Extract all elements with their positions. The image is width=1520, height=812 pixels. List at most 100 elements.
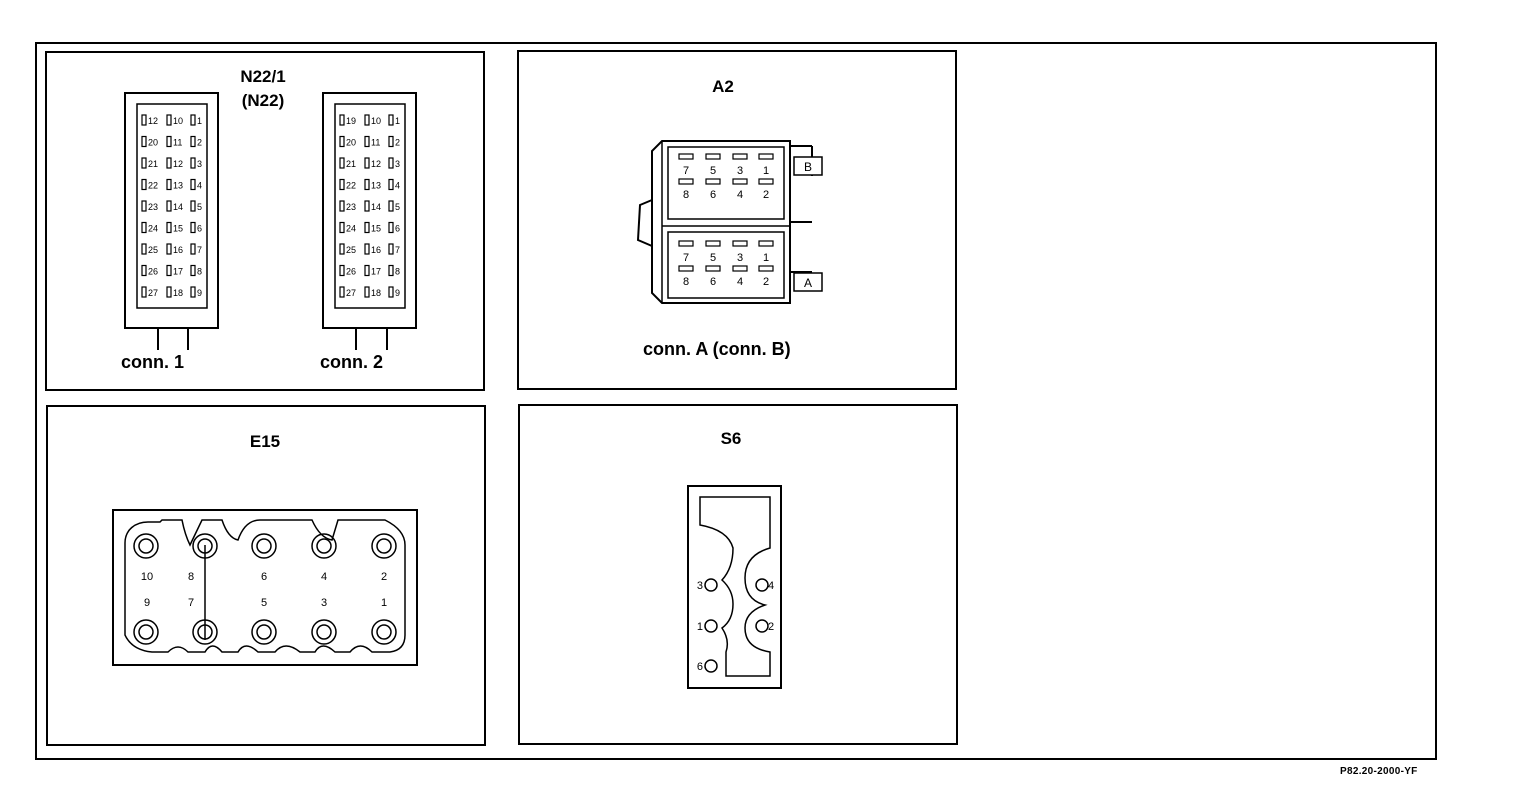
s6-pin-label: 3 — [697, 580, 703, 592]
e15-hole-outer — [311, 619, 337, 645]
pin-label: 13 — [371, 181, 381, 191]
s6-pin-label: 4 — [768, 580, 774, 592]
a2-pin-label: 5 — [710, 165, 716, 177]
s6-title: S6 — [720, 429, 742, 448]
pin-label: 12 — [371, 159, 381, 169]
pin-label: 12 — [148, 116, 158, 126]
pin-label: 24 — [148, 224, 158, 234]
a2-pin-slot — [732, 265, 748, 272]
e15-hole-outer — [192, 619, 218, 645]
pin-slot — [141, 200, 147, 212]
e15-hole-outer — [133, 533, 159, 559]
pin-slot — [141, 221, 147, 234]
reference-code: P82.20-2000-YF — [1340, 766, 1418, 777]
pin-label: 2 — [197, 138, 202, 148]
e15-hole-inner — [138, 538, 154, 554]
panel-a2 — [517, 50, 957, 390]
pin-slot — [141, 114, 147, 126]
n22-title: N22/1 — [240, 67, 286, 86]
s6-pin-hole — [755, 619, 769, 633]
s6-pins: 3 4 1 2 6 — [697, 578, 774, 673]
pin-slot — [141, 243, 147, 255]
pin-label: 16 — [173, 245, 183, 255]
s6-pin-label: 1 — [697, 621, 703, 633]
a2-pin-slot — [732, 178, 748, 185]
pin-slot — [388, 178, 394, 191]
s6-pin-label: 6 — [697, 661, 703, 673]
e15-pin-label: 4 — [321, 571, 327, 583]
pin-slot — [388, 157, 394, 169]
pin-slot — [388, 286, 394, 298]
e15-pin-label: 1 — [381, 597, 387, 609]
pin-label: 14 — [371, 202, 381, 212]
a2-pin-label: 4 — [737, 276, 743, 288]
s6-pin-label: 2 — [768, 621, 774, 633]
pin-slot — [141, 178, 147, 191]
pin-slot — [339, 135, 345, 148]
a2-pin-slot — [732, 153, 748, 160]
pin-slot — [166, 114, 172, 126]
pin-label: 25 — [148, 245, 158, 255]
pin-slot — [190, 221, 196, 234]
pin-slot — [190, 243, 196, 255]
pin-slot — [166, 178, 172, 191]
e15-pin-label: 9 — [144, 597, 150, 609]
pin-label: 27 — [148, 288, 158, 298]
e15-hole-outer — [192, 533, 218, 559]
pin-slot — [364, 243, 370, 255]
pin-label: 22 — [148, 181, 158, 191]
pin-slot — [190, 157, 196, 169]
e15-pin-label: 8 — [188, 571, 194, 583]
pin-label: 15 — [371, 224, 381, 234]
pin-slot — [190, 264, 196, 277]
pin-label: 11 — [173, 138, 182, 148]
pin-slot — [166, 221, 172, 234]
pin-slot — [190, 135, 196, 148]
pin-label: 24 — [346, 224, 356, 234]
pin-label: 3 — [395, 159, 400, 169]
pin-slot — [190, 114, 196, 126]
a2-pin-slot — [705, 265, 721, 272]
pin-slot — [388, 114, 394, 126]
a2-pin-label: 6 — [710, 276, 716, 288]
pin-label: 26 — [346, 267, 356, 277]
s6-pin-hole — [704, 619, 718, 633]
a2-pin-slot — [705, 153, 721, 160]
pin-slot — [364, 221, 370, 234]
pin-slot — [364, 264, 370, 277]
pin-label: 11 — [371, 138, 380, 148]
s6-pin-hole — [704, 659, 718, 673]
pin-slot — [364, 200, 370, 212]
pin-slot — [339, 264, 345, 277]
pin-label: 7 — [395, 245, 400, 255]
e15-hole-inner — [256, 538, 272, 554]
pin-label: 18 — [371, 288, 381, 298]
a2-pin-label: 2 — [763, 276, 769, 288]
a2-pin-label: 7 — [683, 165, 689, 177]
pin-slot — [339, 178, 345, 191]
pin-label: 6 — [197, 224, 202, 234]
s6-pin-hole — [755, 578, 769, 592]
conn2-label: conn. 2 — [320, 352, 384, 372]
e15-hole-outer — [251, 533, 277, 559]
pin-label: 15 — [173, 224, 183, 234]
e15-hole-inner — [256, 624, 272, 640]
pin-label: 9 — [395, 288, 400, 298]
panel-n22 — [45, 51, 485, 391]
pin-label: 25 — [346, 245, 356, 255]
pin-slot — [339, 114, 345, 126]
pin-label: 8 — [395, 267, 400, 277]
a2-pin-slot — [758, 240, 774, 247]
pin-slot — [388, 221, 394, 234]
a2-pin-label: 3 — [737, 165, 743, 177]
pin-slot — [364, 114, 370, 126]
diagram-frame — [35, 42, 1437, 760]
e15-hole-inner — [197, 538, 213, 554]
pin-label: 5 — [395, 202, 400, 212]
pin-slot — [141, 157, 147, 169]
pin-slot — [364, 135, 370, 148]
